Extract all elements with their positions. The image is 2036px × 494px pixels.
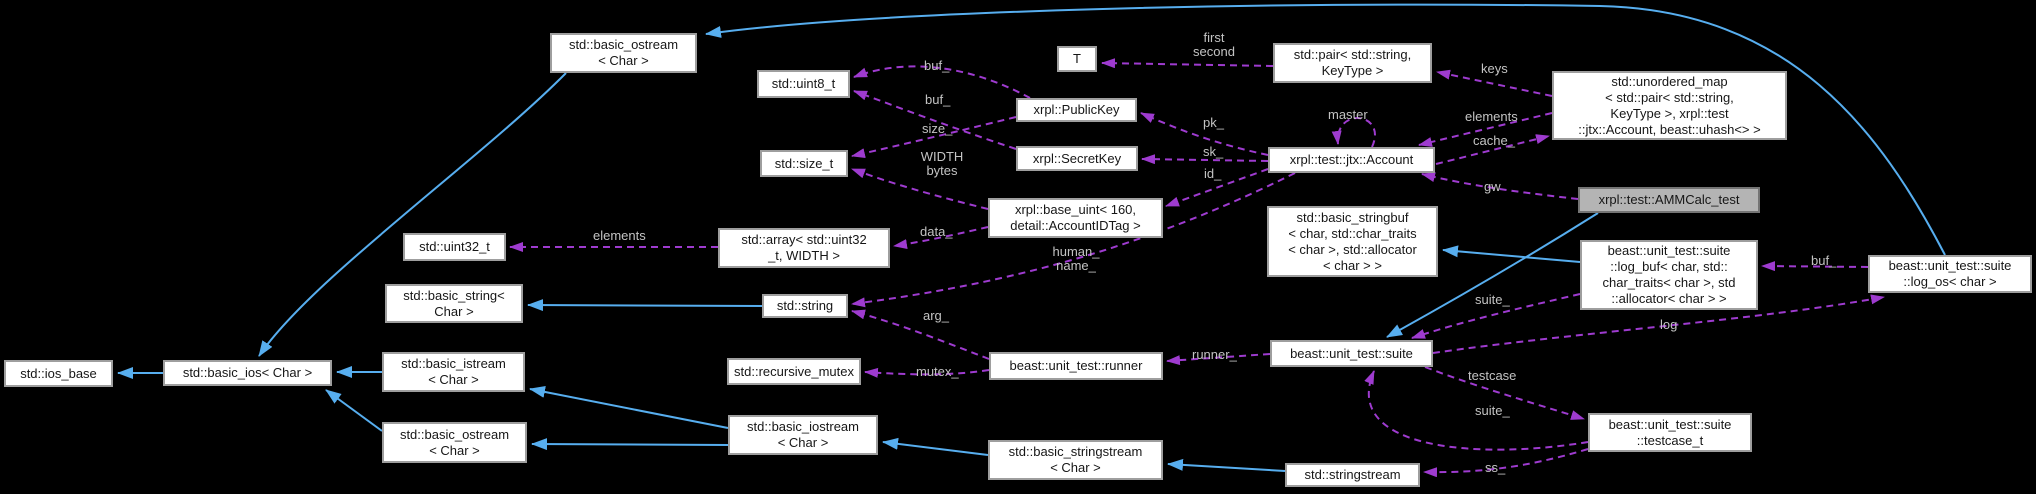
edge-iostream-to-istream: [529, 386, 729, 429]
edge-label-keys: keys: [1481, 61, 1508, 76]
edge-base-uint-to-size-t: [851, 168, 989, 210]
edge-label-buf-sk: buf_: [925, 92, 951, 107]
node-std-recursive-mutex[interactable]: std::recursive_mutex: [727, 358, 861, 385]
node-xrpl-secretkey[interactable]: xrpl::SecretKey: [1016, 146, 1138, 171]
edge-label-gw: gw: [1484, 179, 1501, 194]
edge-runner-to-mutex: [864, 367, 990, 378]
node-xrpl-test-jtx-account[interactable]: xrpl::test::jtx::Account: [1268, 147, 1435, 173]
edge-label-size: size_: [922, 121, 953, 136]
edge-base-uint-to-array: [893, 226, 989, 249]
edge-label-ss: ss_: [1485, 460, 1506, 475]
edge-label-sk: sk_: [1203, 144, 1224, 159]
node-xrpl-base-uint[interactable]: xrpl::base_uint< 160, detail::AccountIDT…: [988, 198, 1163, 238]
edge-label-buf-pk: buf_: [924, 58, 950, 73]
edge-suite-to-runner: [1166, 353, 1271, 366]
node-std-unordered-map[interactable]: std::unordered_map < std::pair< std::str…: [1552, 71, 1787, 140]
edge-label-buf-os: buf_: [1811, 253, 1837, 268]
node-std-basic-iostream[interactable]: std::basic_iostream < Char >: [728, 415, 878, 455]
node-std-basic-stringbuf[interactable]: std::basic_stringbuf < char, std::char_t…: [1267, 206, 1438, 277]
edge-account-to-base-uint: [1165, 168, 1269, 207]
edge-account-self-master: [1331, 117, 1376, 148]
edge-label-runner: runner_: [1192, 347, 1237, 362]
edge-suite-to-testcase-t: [1424, 366, 1585, 420]
edge-testcase-t-to-suite: [1364, 370, 1589, 451]
node-std-basic-ostream-top[interactable]: std::basic_ostream < Char >: [550, 33, 697, 73]
node-std-ios-base[interactable]: std::ios_base: [4, 360, 113, 387]
edge-account-to-publickey: [1140, 112, 1269, 156]
node-beast-unit-test-suite[interactable]: beast::unit_test::suite: [1270, 340, 1433, 367]
node-beast-testcase-t[interactable]: beast::unit_test::suite ::testcase_t: [1588, 413, 1752, 452]
node-std-basic-ostream-bottom[interactable]: std::basic_ostream < Char >: [382, 422, 527, 463]
node-std-uint32-t[interactable]: std::uint32_t: [403, 233, 506, 261]
edge-account-to-string: [851, 172, 1296, 308]
edge-label-cache: cache_: [1473, 133, 1515, 148]
edge-account-to-secretkey: [1141, 154, 1269, 165]
edge-label-testcase: testcase: [1468, 368, 1517, 383]
edge-ammcalc-to-suite: [1386, 212, 1599, 338]
node-std-array[interactable]: std::array< std::uint32 _t, WIDTH >: [718, 228, 890, 268]
edge-label-log: log: [1660, 317, 1678, 332]
edge-suite-to-log-os: [1432, 294, 1885, 354]
node-std-basic-string[interactable]: std::basic_string< Char >: [385, 284, 523, 323]
edge-label-pk: pk_: [1203, 115, 1224, 130]
edge-label-human-name: human_ name_: [1052, 244, 1100, 273]
edge-label-width-bytes: WIDTH bytes: [920, 149, 964, 178]
edge-label-first-second: first second: [1193, 30, 1235, 59]
edge-label-elements-array: elements: [593, 228, 646, 243]
node-std-pair[interactable]: std::pair< std::string, KeyType >: [1273, 43, 1432, 83]
edge-ammcalc-to-account: [1421, 172, 1579, 200]
node-std-uint8-t[interactable]: std::uint8_t: [757, 70, 850, 98]
edge-label-suite-lower: suite_: [1475, 403, 1510, 418]
edge-secretkey-to-uint8: [853, 90, 1017, 150]
edge-log-os-to-log-buf: [1761, 261, 1869, 272]
edge-publickey-to-size-t: [851, 116, 1017, 159]
edge-label-elements-map: elements: [1465, 109, 1518, 124]
edge-publickey-to-uint8: [853, 65, 1031, 99]
edge-label-arg: arg_: [923, 308, 950, 323]
edge-label-master: master: [1328, 107, 1368, 122]
edge-string-to-basic-string: [527, 299, 763, 312]
edge-label-mutex: mutex_: [916, 364, 959, 379]
edge-iostream-to-ostream-bottom: [531, 438, 729, 451]
node-xrpl-test-ammcalc-test: xrpl::test::AMMCalc_test: [1578, 187, 1760, 213]
edge-log-buf-to-stringbuf: [1442, 245, 1581, 263]
edge-map-to-account: [1418, 112, 1553, 147]
edge-testcase-t-to-stringstream: [1423, 448, 1589, 478]
node-beast-log-buf[interactable]: beast::unit_test::suite ::log_buf< char,…: [1580, 240, 1758, 310]
node-beast-log-os[interactable]: beast::unit_test::suite ::log_os< char >: [1868, 255, 2032, 293]
node-std-size-t[interactable]: std::size_t: [760, 150, 848, 177]
node-std-basic-istream[interactable]: std::basic_istream < Char >: [382, 352, 525, 392]
edge-map-to-pair: [1436, 69, 1553, 97]
edge-stringstream-to-basic-stringstream: [1167, 458, 1286, 472]
edge-runner-to-string: [851, 309, 990, 360]
node-std-stringstream[interactable]: std::stringstream: [1285, 463, 1420, 487]
node-std-string[interactable]: std::string: [762, 294, 848, 318]
edge-account-to-map: [1435, 134, 1550, 165]
edge-label-suite-upper: suite_: [1475, 292, 1510, 307]
edge-label-data: data_: [920, 224, 953, 239]
node-xrpl-publickey[interactable]: xrpl::PublicKey: [1016, 98, 1137, 122]
edge-ostream-bottom-to-basic-ios: [325, 389, 383, 432]
edge-label-id: id_: [1204, 166, 1222, 181]
node-std-basic-stringstream[interactable]: std::basic_stringstream < Char >: [988, 440, 1163, 480]
node-std-basic-ios[interactable]: std::basic_ios< Char >: [163, 360, 332, 386]
edge-ostream-top-to-basic-ios: [258, 72, 567, 357]
node-t[interactable]: T: [1057, 46, 1097, 72]
edge-log-os-to-basic-ostream: [705, 3, 1946, 256]
node-beast-unit-test-runner[interactable]: beast::unit_test::runner: [989, 352, 1163, 380]
edge-pair-to-t: [1101, 58, 1274, 69]
edge-basic-stringstream-to-iostream: [882, 437, 989, 456]
